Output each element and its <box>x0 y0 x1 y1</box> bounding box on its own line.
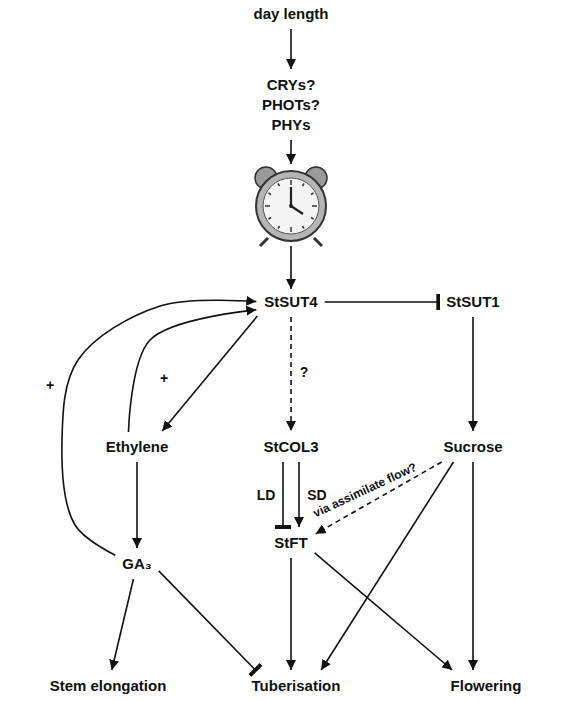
connector <box>129 310 257 432</box>
label-node: Stem elongation <box>46 674 171 698</box>
connector <box>136 462 138 548</box>
label-node: StCOL3 <box>259 435 322 459</box>
alarm-clock <box>255 167 327 246</box>
node-text: Flowering <box>451 676 522 696</box>
label-node: day length <box>249 2 332 26</box>
connector <box>325 301 439 303</box>
connector <box>290 29 292 69</box>
arrow-line <box>290 246 292 289</box>
node-text: Stem elongation <box>50 676 167 696</box>
connector <box>282 462 284 527</box>
label-node: Flowering <box>447 674 526 698</box>
node-text: Tuberisation <box>252 676 341 696</box>
label-node: Sucrose <box>439 435 506 459</box>
node-text: StCOL3 <box>263 437 318 457</box>
label-node: CRYs? PHOTs? PHYs <box>258 73 324 137</box>
connector <box>298 462 300 527</box>
label-node: Ethylene <box>102 435 173 459</box>
node-text: Ethylene <box>106 437 169 457</box>
connector <box>472 317 474 431</box>
connector <box>112 579 134 670</box>
edge-label: ? <box>298 364 311 380</box>
label-node: GA₃ <box>118 552 155 576</box>
node-text: Sucrose <box>443 437 502 457</box>
label-node: StFT <box>270 531 311 555</box>
label-node: Tuberisation <box>248 674 345 698</box>
node-text: GA₃ <box>122 554 151 574</box>
edge-label: LD <box>255 487 278 503</box>
label-node: StSUT4 <box>260 290 321 314</box>
node-text: StSUT1 <box>446 292 499 312</box>
connector <box>290 317 292 431</box>
arrow-line <box>290 140 292 164</box>
connector <box>472 462 474 670</box>
connector <box>315 553 453 670</box>
edge-label: + <box>158 370 170 386</box>
connector <box>290 558 292 670</box>
edge-label: + <box>44 377 56 393</box>
connector <box>62 300 256 555</box>
node-text: StSUT4 <box>264 292 317 312</box>
node-text: StFT <box>274 533 307 553</box>
label-node: StSUT1 <box>442 290 503 314</box>
connector <box>162 316 257 431</box>
node-text: CRYs? PHOTs? PHYs <box>262 75 320 135</box>
node-text: day length <box>253 4 328 24</box>
connector <box>159 571 256 670</box>
